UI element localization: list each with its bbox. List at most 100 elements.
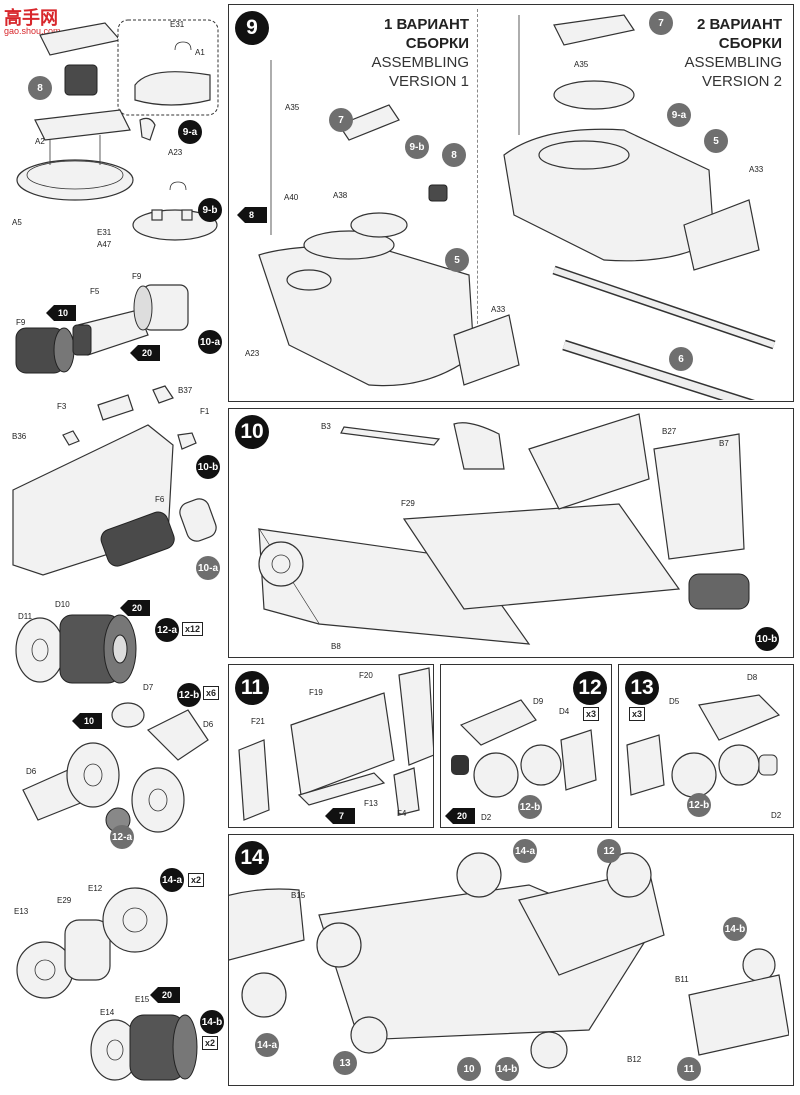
part-label-b36: B36 <box>12 432 27 441</box>
version-1-subtitle-ru: СБОРКИ <box>405 35 469 52</box>
rear-plate-drawing <box>12 385 217 576</box>
version-1-subtitle-en: VERSION 1 <box>388 73 469 90</box>
sub-assembly-badge-14b: 14-b <box>200 1010 224 1034</box>
part-label-e31: E31 <box>170 20 185 29</box>
part-label-f9-top: F9 <box>132 272 142 281</box>
part-label-a23: A23 <box>168 148 183 157</box>
part-label-d8: D8 <box>747 673 758 682</box>
sub-assembly-badge-10a-ref: 10-a <box>196 556 220 580</box>
part-label-b37: B37 <box>178 386 193 395</box>
step-number-14: 14 <box>235 841 269 875</box>
sub-badge-12-14: 12 <box>597 839 621 863</box>
part-label-a47: A47 <box>97 240 112 249</box>
part-label-d11: D11 <box>18 612 33 621</box>
part-label-f5: F5 <box>90 287 100 296</box>
part-label-e29: E29 <box>57 896 72 905</box>
part-label-d7: D7 <box>143 683 154 692</box>
sub-badge-14b-bottom: 14-b <box>495 1057 519 1081</box>
watermark-url: gao.shou.com <box>4 26 61 36</box>
sub-badge-5-v2: 5 <box>704 129 728 153</box>
idler-wheel-drawing <box>90 1014 198 1081</box>
version-1-title-ru: 1 ВАРИАНТ <box>383 16 469 33</box>
multiplier-x3-12: x3 <box>583 707 600 721</box>
sub-assembly-badge-10b: 10-b <box>196 455 220 479</box>
glue-star-8 <box>237 207 267 223</box>
sub-badge-14a-top: 14-a <box>513 839 537 863</box>
version-2-title-ru: 2 ВАРИАНТ <box>696 16 782 33</box>
part-label-a33-v2: A33 <box>749 165 764 174</box>
glue-star-10b-label: 10 <box>84 716 95 726</box>
part-label-b7: B7 <box>719 439 729 448</box>
part-label-e12: E12 <box>88 884 103 893</box>
sub-badge-9a: 9-a <box>667 103 691 127</box>
step-number-10: 10 <box>235 415 269 449</box>
suspension-13-drawing <box>626 694 781 798</box>
multiplier-x6: x6 <box>203 686 220 700</box>
sub-assembly-badge-12a: 12-a <box>155 618 179 642</box>
part-label-e13: E13 <box>14 907 29 916</box>
step-11-panel: 11 F20 F19 F21 F13 F4 7 <box>228 664 434 828</box>
sub-badge-12b-12: 12-b <box>518 795 542 819</box>
version-2-heading: 2 ВАРИАНТ СБОРКИ ASSEMBLING VERSION 2 <box>654 15 782 91</box>
part-label-d2-12: D2 <box>481 813 492 822</box>
suspension-12-drawing <box>451 699 597 798</box>
version-divider <box>477 9 478 339</box>
sub-badge-7-v1: 7 <box>329 108 353 132</box>
watermark-title: 高手网 <box>4 8 58 28</box>
part-label-a23-v1: A23 <box>245 349 260 358</box>
part-label-b11: B11 <box>675 975 689 984</box>
sub-badge-9b: 9-b <box>405 135 429 159</box>
exhaust-cylinder-drawing <box>15 284 189 374</box>
glue-star-8-label: 8 <box>249 210 255 220</box>
engine-deck-drawing <box>238 667 433 821</box>
part-label-f13: F13 <box>364 799 378 808</box>
sub-assembly-badge-12a-ref: 12-a <box>110 825 134 849</box>
part-label-d9: D9 <box>533 697 544 706</box>
step-number-11: 11 <box>235 671 269 705</box>
part-label-a2: A2 <box>35 137 45 146</box>
part-label-f20: F20 <box>359 671 373 680</box>
step-9-panel: 9 1 ВАРИАНТ СБОРКИ ASSEMBLING VERSION 1 … <box>228 4 794 402</box>
version-1-title-en: ASSEMBLING <box>371 54 469 71</box>
glue-star-20d <box>445 808 475 824</box>
multiplier-x2-a: x2 <box>188 873 205 887</box>
glue-star-20 <box>130 345 160 361</box>
glue-star-7-label: 7 <box>339 811 345 821</box>
glue-star-10b <box>72 713 102 729</box>
glue-star-20c-label: 20 <box>162 990 173 1000</box>
part-label-d4: D4 <box>559 707 570 716</box>
part-label-b3: B3 <box>321 422 331 431</box>
part-label-b8: B8 <box>331 642 341 651</box>
part-label-f29: F29 <box>401 499 415 508</box>
version-2-title-en: ASSEMBLING <box>684 54 782 71</box>
part-label-a35-v1: A35 <box>285 103 300 112</box>
left-column: E31 A1 A2 A23 A5 8 9-a E31 A47 9-b F9 F5… <box>0 0 225 1095</box>
part-label-a38: A38 <box>333 191 348 200</box>
sub-badge-8: 8 <box>442 143 466 167</box>
sub-badge-11-14: 11 <box>677 1057 701 1081</box>
part-label-d5: D5 <box>669 697 680 706</box>
version-1-heading: 1 ВАРИАНТ СБОРКИ ASSEMBLING VERSION 1 <box>339 15 469 91</box>
part-label-b27: B27 <box>662 427 677 436</box>
part-label-f3: F3 <box>57 402 67 411</box>
sub-badge-10b: 10-b <box>755 627 779 651</box>
part-label-a40: A40 <box>284 193 299 202</box>
glue-star-10 <box>46 305 76 321</box>
glue-star-20c <box>150 987 180 1003</box>
glue-star-7 <box>325 808 355 824</box>
part-label-b12: B12 <box>627 1055 642 1064</box>
sub-badge-14a-left: 14-a <box>255 1033 279 1057</box>
road-wheel-drawing <box>15 614 137 684</box>
sub-badge-10-14: 10 <box>457 1057 481 1081</box>
step-14-panel: 14 B15 B11 B12 14-a 12 14-b 14-a 13 10 1… <box>228 834 794 1086</box>
sub-badge-12b-13: 12-b <box>687 793 711 817</box>
turret-hatch-drawing <box>16 19 219 201</box>
sub-assembly-badge-12b: 12-b <box>177 683 201 707</box>
sub-assembly-badge-9a: 9-a <box>178 120 202 144</box>
step-number-13: 13 <box>625 671 659 705</box>
glue-star-20d-label: 20 <box>457 811 468 821</box>
sprocket-drawing <box>16 887 168 999</box>
part-label-d6-right: D6 <box>203 720 214 729</box>
sub-badge-13-14: 13 <box>333 1051 357 1075</box>
part-label-a1: A1 <box>195 48 205 57</box>
